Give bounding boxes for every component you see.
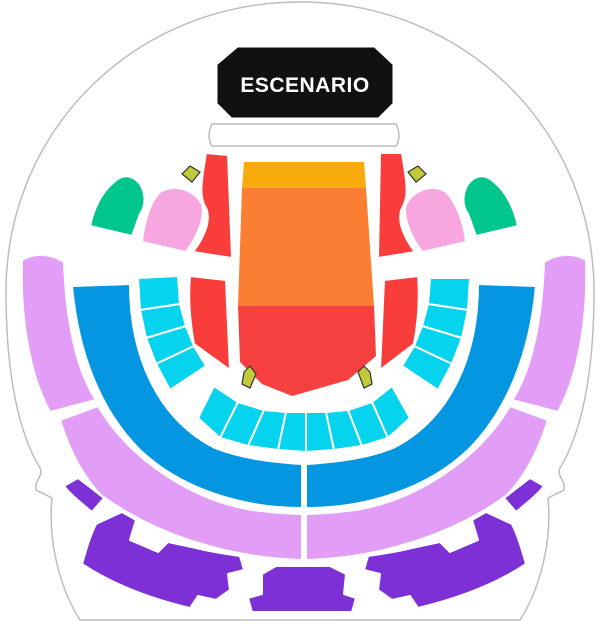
section-purple-right[interactable] [363, 511, 527, 609]
orchestra-pit [208, 123, 400, 147]
purple-outer-block [63, 477, 545, 613]
section-purple-right-small[interactable] [503, 477, 545, 513]
section-cyan-left-4[interactable] [155, 345, 207, 391]
section-platea-back[interactable] [238, 306, 376, 396]
section-pink-right[interactable] [404, 187, 467, 253]
section-platea-front[interactable] [242, 162, 366, 188]
accessible-markers [181, 165, 427, 389]
stage-shape [217, 47, 393, 118]
section-blue-right[interactable] [305, 283, 537, 509]
stage-label: ESCENARIO [240, 74, 369, 97]
section-cyan-right-4[interactable] [401, 345, 453, 391]
section-red-left-upper[interactable] [192, 152, 233, 259]
platea-central [238, 162, 376, 396]
wheelchair-icon [181, 165, 201, 183]
wheelchair-icon [241, 365, 257, 389]
cyan-right-block [401, 277, 471, 391]
section-lilac-left-lower[interactable] [59, 405, 303, 561]
section-green-right[interactable] [462, 175, 519, 237]
section-platea-middle[interactable] [238, 188, 374, 306]
wheelchair-icon [357, 365, 373, 389]
section-lilac-left-upper[interactable] [20, 254, 97, 413]
section-blue-left[interactable] [71, 283, 303, 509]
stage: ESCENARIO [217, 47, 393, 118]
section-pink-left[interactable] [141, 187, 204, 253]
cyan-bottom-block [197, 385, 411, 453]
wheelchair-icon [407, 165, 427, 183]
section-purple-center[interactable] [247, 565, 357, 613]
section-cyan-bottom-8[interactable] [371, 385, 411, 439]
section-purple-left-small[interactable] [63, 477, 105, 513]
section-purple-left[interactable] [81, 511, 245, 609]
section-green-left[interactable] [89, 175, 146, 237]
section-red-right-upper[interactable] [377, 152, 416, 259]
cyan-left-block [137, 275, 207, 391]
section-red-left-lower[interactable] [188, 275, 231, 371]
section-lilac-right-upper[interactable] [511, 254, 588, 413]
section-lilac-right-lower[interactable] [305, 405, 549, 561]
